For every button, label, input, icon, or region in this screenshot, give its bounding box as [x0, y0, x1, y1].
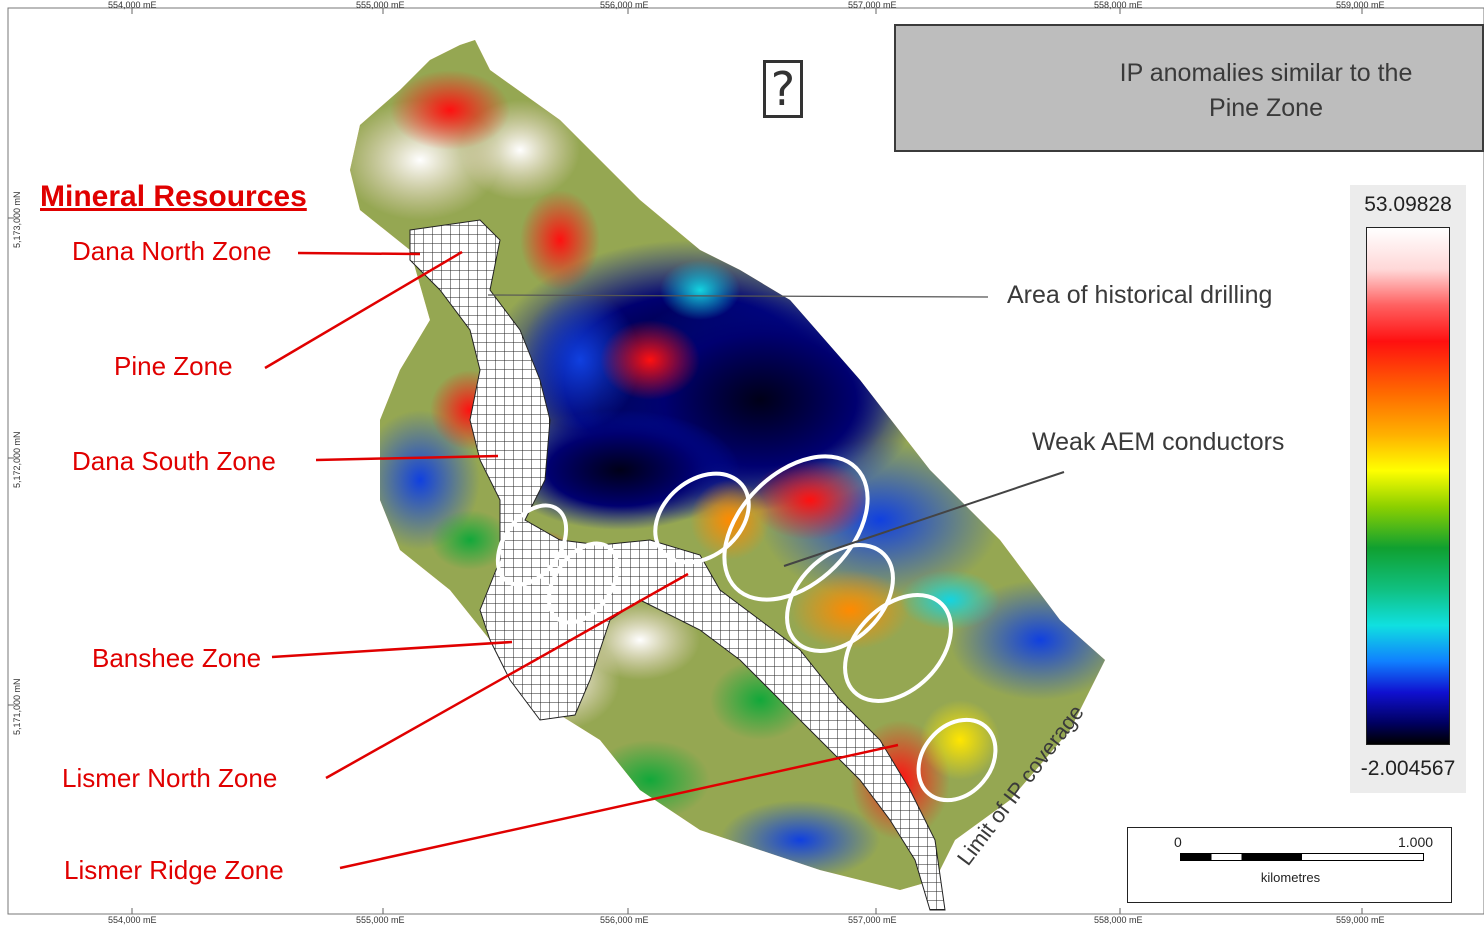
- colorbar-max-label: 53.09828: [1364, 193, 1452, 216]
- scale-bar: [1180, 853, 1424, 861]
- ip-anomaly-ellipse: [495, 503, 569, 587]
- leader-dana-south: [315, 454, 499, 462]
- grid-ticks: [8, 8, 1363, 914]
- zone-label-dana-north: Dana North Zone: [72, 236, 272, 266]
- easting-label: 559,000 mE: [1336, 0, 1385, 10]
- easting-label: 556,000 mE: [600, 915, 649, 925]
- anomaly-legend: IP anomalies similar to the Pine Zone: [894, 24, 1484, 152]
- colorbar-min-label: -2.004567: [1360, 757, 1456, 780]
- ip-anomaly-ellipse: [843, 593, 953, 703]
- easting-label: 558,000 mE: [1094, 915, 1143, 925]
- zone-label-pine: Pine Zone: [114, 351, 233, 381]
- scale-max-label: 1.000: [1398, 834, 1434, 850]
- ip-anomaly-ellipse: [785, 543, 895, 653]
- easting-label: 554,000 mE: [108, 0, 157, 10]
- northing-label: 5,171,000 mN: [12, 678, 22, 735]
- colorbar-gradient: [1366, 227, 1450, 745]
- easting-label: 557,000 mE: [848, 0, 897, 10]
- easting-label: 554,000 mE: [108, 915, 157, 925]
- leader-weak-aem: [783, 471, 1065, 567]
- scale-unit-label: kilometres: [1260, 870, 1321, 885]
- easting-label: 558,000 mE: [1094, 0, 1143, 10]
- zone-label-banshee: Banshee Zone: [92, 643, 262, 673]
- legend-text: IP anomalies similar to the Pine Zone: [1119, 59, 1413, 122]
- ip-anomaly-ellipses: [495, 454, 998, 803]
- easting-label: 559,000 mE: [1336, 915, 1385, 925]
- colorbar-panel: 53.09828 -2.004567: [1350, 185, 1466, 793]
- leader-lismer-ridge: [339, 743, 899, 870]
- zone-leader-lines: [264, 250, 899, 870]
- ip-anomaly-ellipse: [722, 454, 870, 602]
- zone-label-lismer-ridge: Lismer Ridge Zone: [64, 855, 284, 885]
- map-frame: [7, 7, 1484, 915]
- zone-label-dana-south: Dana South Zone: [72, 446, 276, 476]
- question-mark-icon: ?: [763, 60, 803, 118]
- historical-drilling-label: Area of historical drilling: [1007, 281, 1273, 309]
- scale-zero-label: 0: [1174, 834, 1182, 850]
- leader-banshee: [271, 640, 513, 659]
- mineral-resources-heading: Mineral Resources: [40, 180, 307, 213]
- ip-anomaly-ellipse: [546, 541, 620, 625]
- easting-label: 555,000 mE: [356, 0, 405, 10]
- historical-drilling-area: [409, 219, 946, 911]
- easting-label: 556,000 mE: [600, 0, 649, 10]
- leader-historical-drilling: [487, 294, 989, 298]
- northing-label: 5,172,000 mN: [12, 431, 22, 488]
- scale-bar-box: 0 1.000 kilometres: [1127, 827, 1452, 903]
- leader-pine: [264, 250, 463, 370]
- leader-dana-north: [297, 251, 421, 256]
- weak-aem-label: Weak AEM conductors: [1032, 428, 1285, 456]
- leader-lismer-north: [325, 572, 689, 780]
- easting-label: 557,000 mE: [848, 915, 897, 925]
- zone-label-lismer-north: Lismer North Zone: [62, 763, 278, 793]
- easting-label: 555,000 mE: [356, 915, 405, 925]
- northing-label: 5,173,000 mN: [12, 191, 22, 248]
- ip-anomaly-ellipse: [916, 717, 998, 803]
